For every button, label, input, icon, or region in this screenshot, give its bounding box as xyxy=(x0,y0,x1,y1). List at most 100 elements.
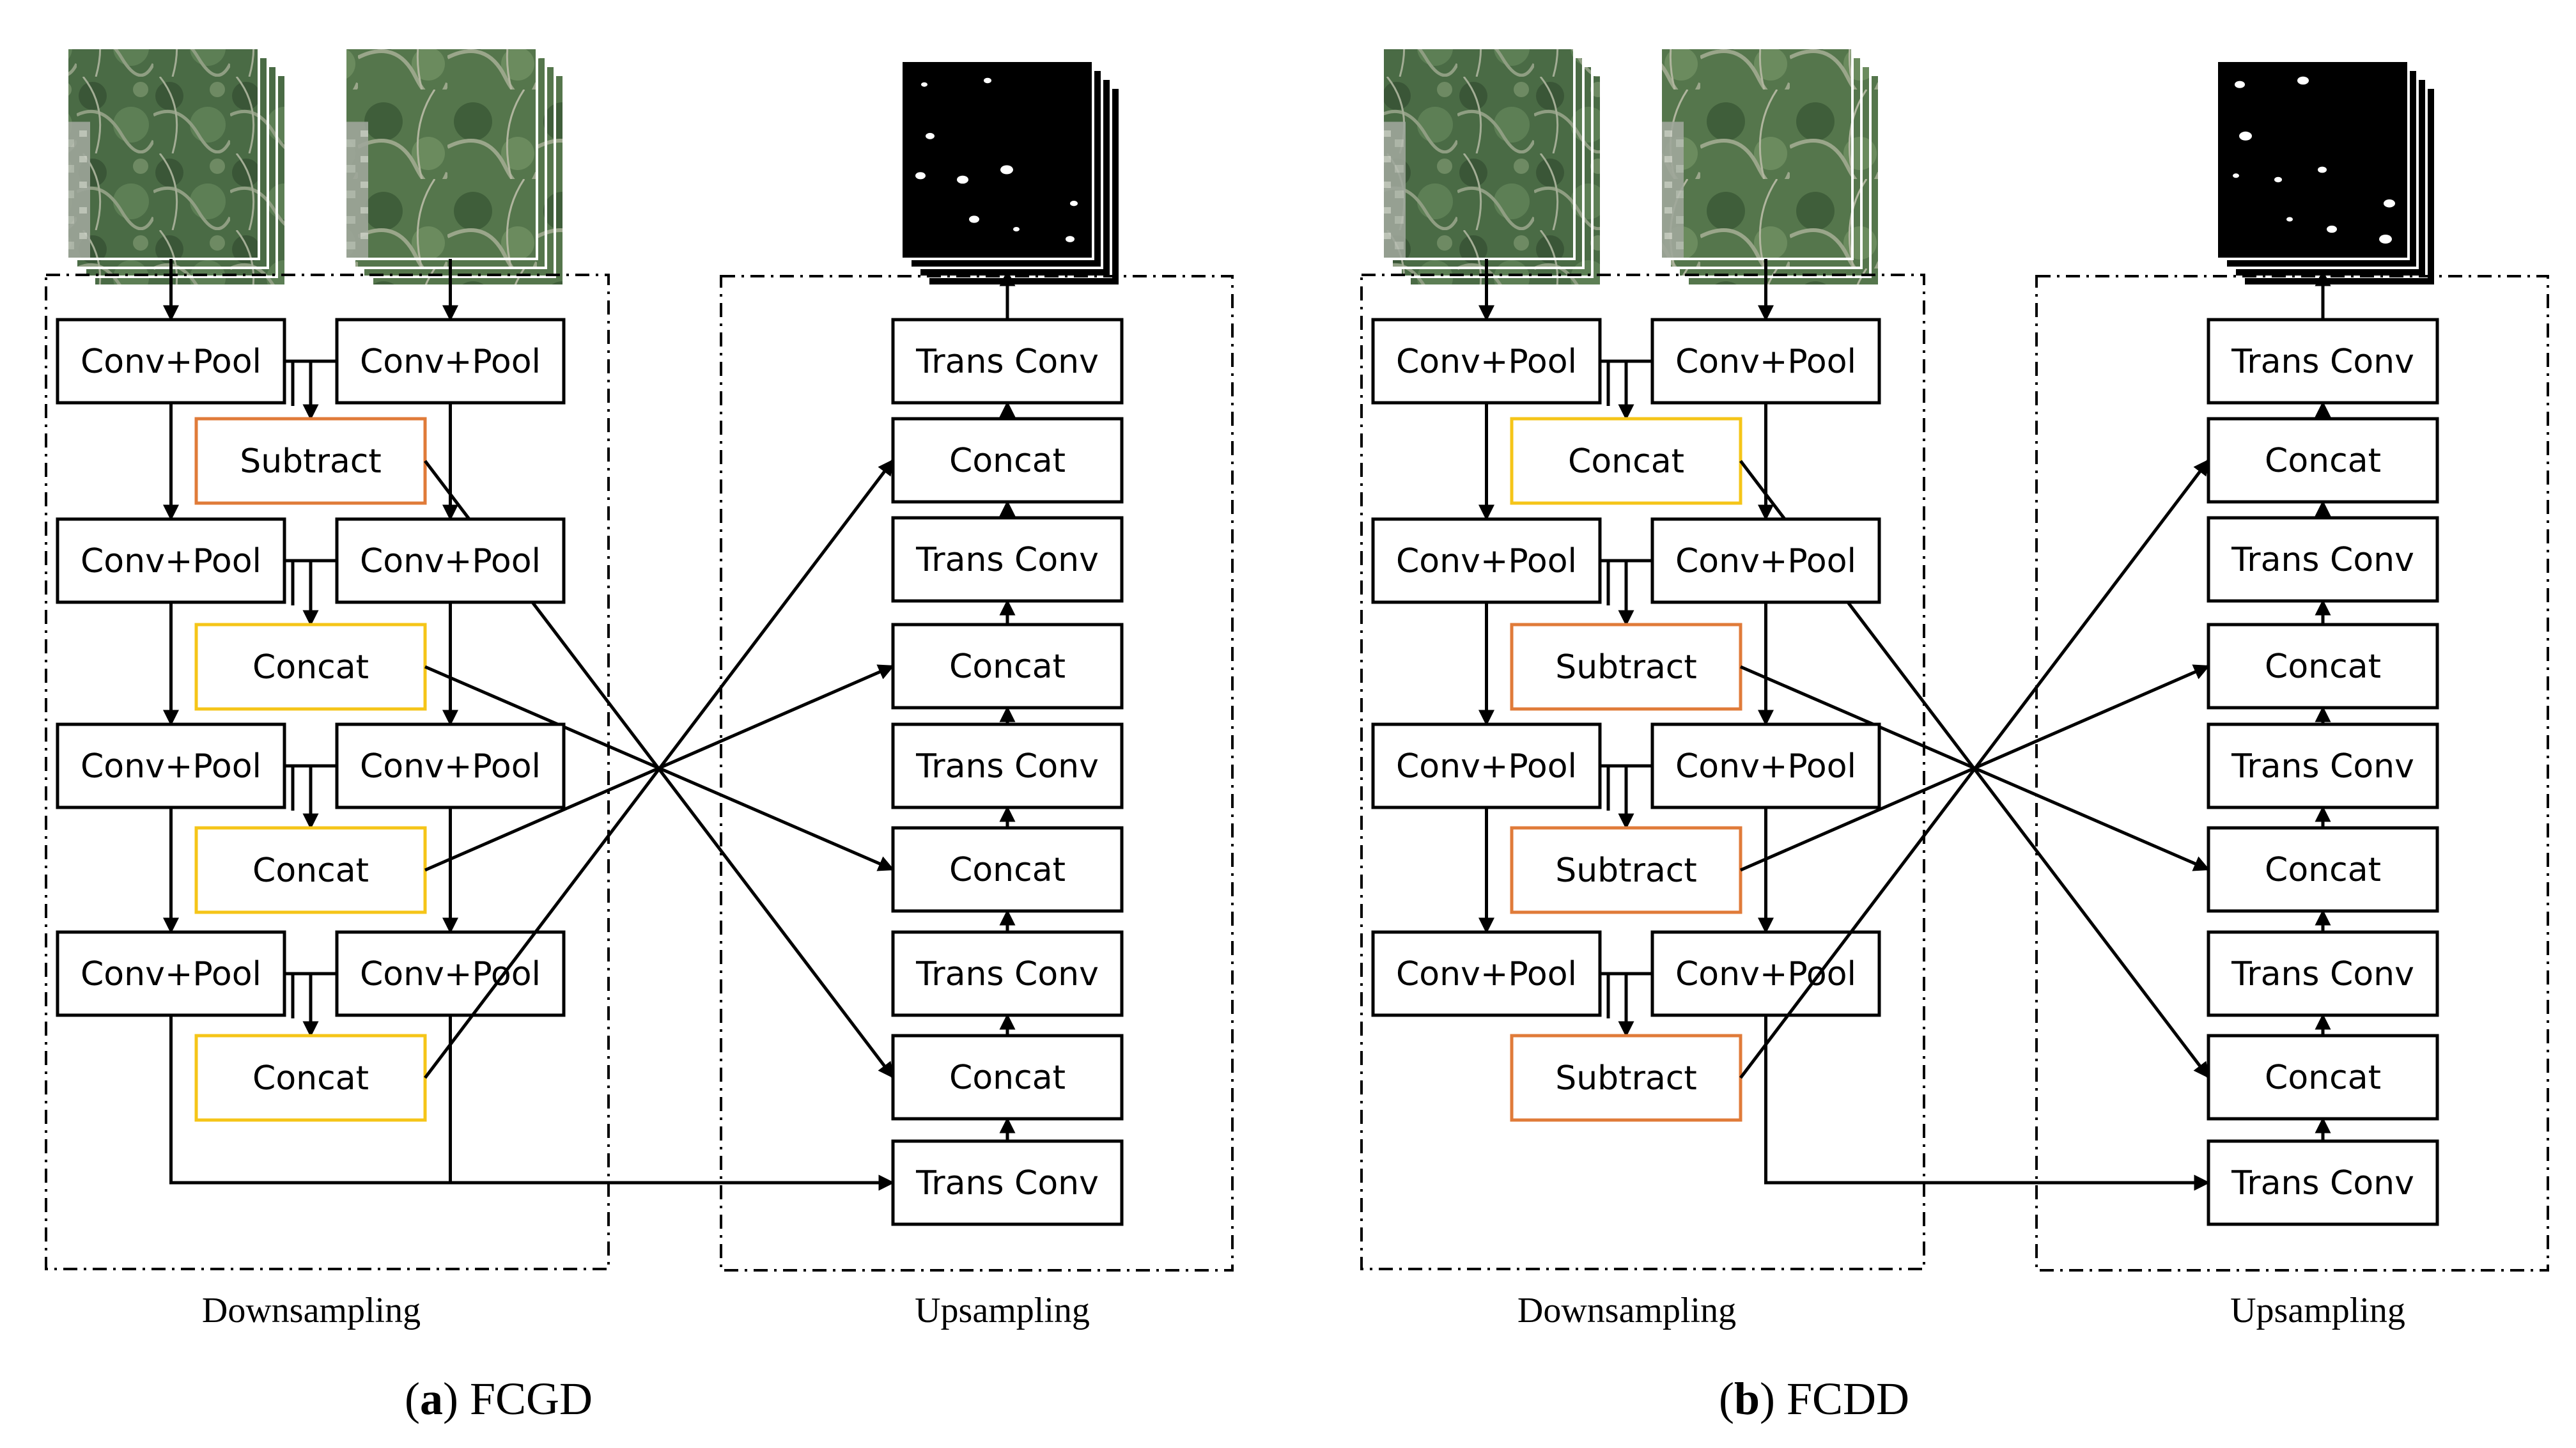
conv-pool-t1-level-4-label: Conv+Pool xyxy=(1396,955,1577,993)
concat-block-level-2: Concat xyxy=(194,623,427,711)
output-change-mask-stack-change-spot xyxy=(2233,173,2239,178)
conv-pool-t1-level-1: Conv+Pool xyxy=(1371,318,1602,405)
subtract-block-level-2-label: Subtract xyxy=(1555,648,1697,687)
downsampling-frame xyxy=(1360,274,1925,1270)
output-change-mask-stack-change-spot xyxy=(2379,235,2392,244)
output-change-mask-stack-layer xyxy=(2215,59,2410,260)
decoder-trans-conv-block-7-label: Trans Conv xyxy=(915,955,1099,993)
input-image-t2-stack-layer xyxy=(1659,47,1854,260)
bottleneck-path-t2 xyxy=(1764,1015,2210,1191)
conv-pool-t2-level-2-label: Conv+Pool xyxy=(360,542,541,580)
decoder-trans-conv-block-5: Trans Conv xyxy=(891,722,1124,809)
decoder-trans-conv-block-5: Trans Conv xyxy=(2207,722,2439,809)
subtract-block-level-4-frame xyxy=(1510,1034,1742,1122)
output-change-mask-stack-change-spot xyxy=(2297,76,2309,85)
output-change-mask-stack-change-spot xyxy=(2384,199,2395,208)
decoder-concat-block-8-frame xyxy=(2207,1034,2439,1121)
input-image-t1-stack-urban-area xyxy=(1383,121,1406,259)
input-image-t2-stack-urban-area xyxy=(345,121,368,259)
decoder-concat-block-2-label: Concat xyxy=(949,442,1066,480)
conv-pool-t1-level-3-frame xyxy=(1371,722,1602,809)
output-change-mask-stack-change-spot xyxy=(2327,225,2337,233)
downsampling-label: Downsampling xyxy=(202,1291,421,1330)
subtract-block-level-2-frame xyxy=(1510,623,1742,711)
conv-pool-t1-level-1-frame xyxy=(1371,318,1602,405)
decoder-concat-block-2-frame xyxy=(2207,417,2439,504)
decoder-trans-conv-block-7-frame xyxy=(2207,930,2439,1017)
conv-pool-t1-level-1-label: Conv+Pool xyxy=(1396,343,1577,381)
conv-pool-t2-level-2-label: Conv+Pool xyxy=(1675,542,1856,580)
panel-caption: (b) FCDD xyxy=(1719,1373,1909,1424)
subtract-block-level-3-label: Subtract xyxy=(1555,852,1697,890)
input-image-t2-stack-urban-area xyxy=(1661,121,1684,259)
subtract-block-level-1: Subtract xyxy=(194,417,427,505)
subtract-block-level-1-frame xyxy=(194,417,427,505)
caption-open-paren: ( xyxy=(1719,1373,1734,1424)
output-change-mask-stack-change-spot xyxy=(984,77,991,84)
subtract-block-level-1-label: Subtract xyxy=(240,442,382,481)
caption-name: FCGD xyxy=(470,1373,593,1424)
upsampling-label: Upsampling xyxy=(915,1291,1090,1330)
caption-letter: a xyxy=(420,1373,443,1424)
decoder-concat-block-4: Concat xyxy=(891,623,1124,710)
subtract-block-level-2: Subtract xyxy=(1510,623,1742,711)
conv-pool-t2-level-3: Conv+Pool xyxy=(335,722,566,809)
conv-pool-t1-level-2: Conv+Pool xyxy=(1371,517,1602,604)
conv-pool-t2-level-2: Conv+Pool xyxy=(335,517,566,604)
decoder-trans-conv-block-3: Trans Conv xyxy=(891,516,1124,603)
input-image-t1-stack-urban-area xyxy=(67,121,90,259)
output-change-mask-stack-layer xyxy=(900,59,1094,260)
conv-pool-t2-level-1-frame xyxy=(335,318,566,405)
concat-block-level-4-label: Concat xyxy=(252,1059,369,1098)
decoder-trans-conv-block-3: Trans Conv xyxy=(2207,516,2439,603)
decoder-concat-block-6-frame xyxy=(2207,826,2439,913)
upsampling-label: Upsampling xyxy=(2230,1291,2405,1330)
conv-pool-t2-level-1-label: Conv+Pool xyxy=(1675,343,1856,381)
skip-connection-level-4 xyxy=(1739,459,2210,1079)
decoder-trans-conv-block-1-label: Trans Conv xyxy=(2231,343,2414,381)
decoder-concat-block-6: Concat xyxy=(2207,826,2439,913)
conv-pool-t1-level-3-label: Conv+Pool xyxy=(81,747,261,786)
upsampling-frame xyxy=(720,275,1234,1272)
decoder-concat-block-2: Concat xyxy=(2207,417,2439,504)
conv-pool-t1-level-1-frame xyxy=(56,318,286,405)
conv-pool-t1-level-3: Conv+Pool xyxy=(56,722,286,809)
conv-pool-t1-level-4-frame xyxy=(1371,930,1602,1017)
conv-pool-t1-level-1: Conv+Pool xyxy=(56,318,286,405)
input-image-t2-stack-layer xyxy=(344,47,538,260)
output-change-mask-stack-change-spot xyxy=(921,82,927,87)
output-change-mask-stack-change-spot xyxy=(969,215,979,223)
conv-pool-t2-level-1-label: Conv+Pool xyxy=(360,343,541,381)
conv-pool-t2-level-2: Conv+Pool xyxy=(1650,517,1881,604)
decoder-trans-conv-block-7-label: Trans Conv xyxy=(2231,955,2414,993)
decoder-trans-conv-block-1-label: Trans Conv xyxy=(915,343,1099,381)
decoder-concat-block-8: Concat xyxy=(891,1034,1124,1121)
decoder-concat-block-4-label: Concat xyxy=(2265,648,2381,686)
output-change-mask-stack xyxy=(2215,59,2437,287)
conv-pool-t1-level-4: Conv+Pool xyxy=(56,930,286,1017)
conv-pool-t2-level-4-label: Conv+Pool xyxy=(1675,955,1856,993)
decoder-trans-conv-block-9-label: Trans Conv xyxy=(2231,1164,2414,1203)
output-change-mask-stack-change-spot xyxy=(915,172,926,180)
decoder-trans-conv-block-9-frame xyxy=(2207,1139,2439,1226)
conv-pool-t2-level-4-label: Conv+Pool xyxy=(360,955,541,993)
decoder-trans-conv-block-9-label: Trans Conv xyxy=(915,1164,1099,1203)
conv-pool-t2-level-3-label: Conv+Pool xyxy=(1675,747,1856,786)
decoder-concat-block-2: Concat xyxy=(891,417,1124,504)
conv-pool-t2-level-1: Conv+Pool xyxy=(335,318,566,405)
concat-block-level-4-frame xyxy=(194,1034,427,1122)
decoder-concat-block-2-frame xyxy=(891,417,1124,504)
panel-caption: (a) FCGD xyxy=(405,1373,593,1424)
conv-pool-t2-level-2-frame xyxy=(335,517,566,604)
conv-pool-t1-level-2: Conv+Pool xyxy=(56,517,286,604)
output-change-mask-stack-change-spot xyxy=(2286,217,2293,222)
conv-pool-t1-level-3-label: Conv+Pool xyxy=(1396,747,1577,786)
conv-pool-t2-level-3: Conv+Pool xyxy=(1650,722,1881,809)
bottleneck-path-t1 xyxy=(169,1015,895,1191)
output-change-mask-stack-change-spot xyxy=(2239,131,2252,141)
decoder-trans-conv-block-9: Trans Conv xyxy=(2207,1139,2439,1226)
input-image-t1-stack-layer xyxy=(66,47,260,260)
decoder-trans-conv-block-7: Trans Conv xyxy=(2207,930,2439,1017)
